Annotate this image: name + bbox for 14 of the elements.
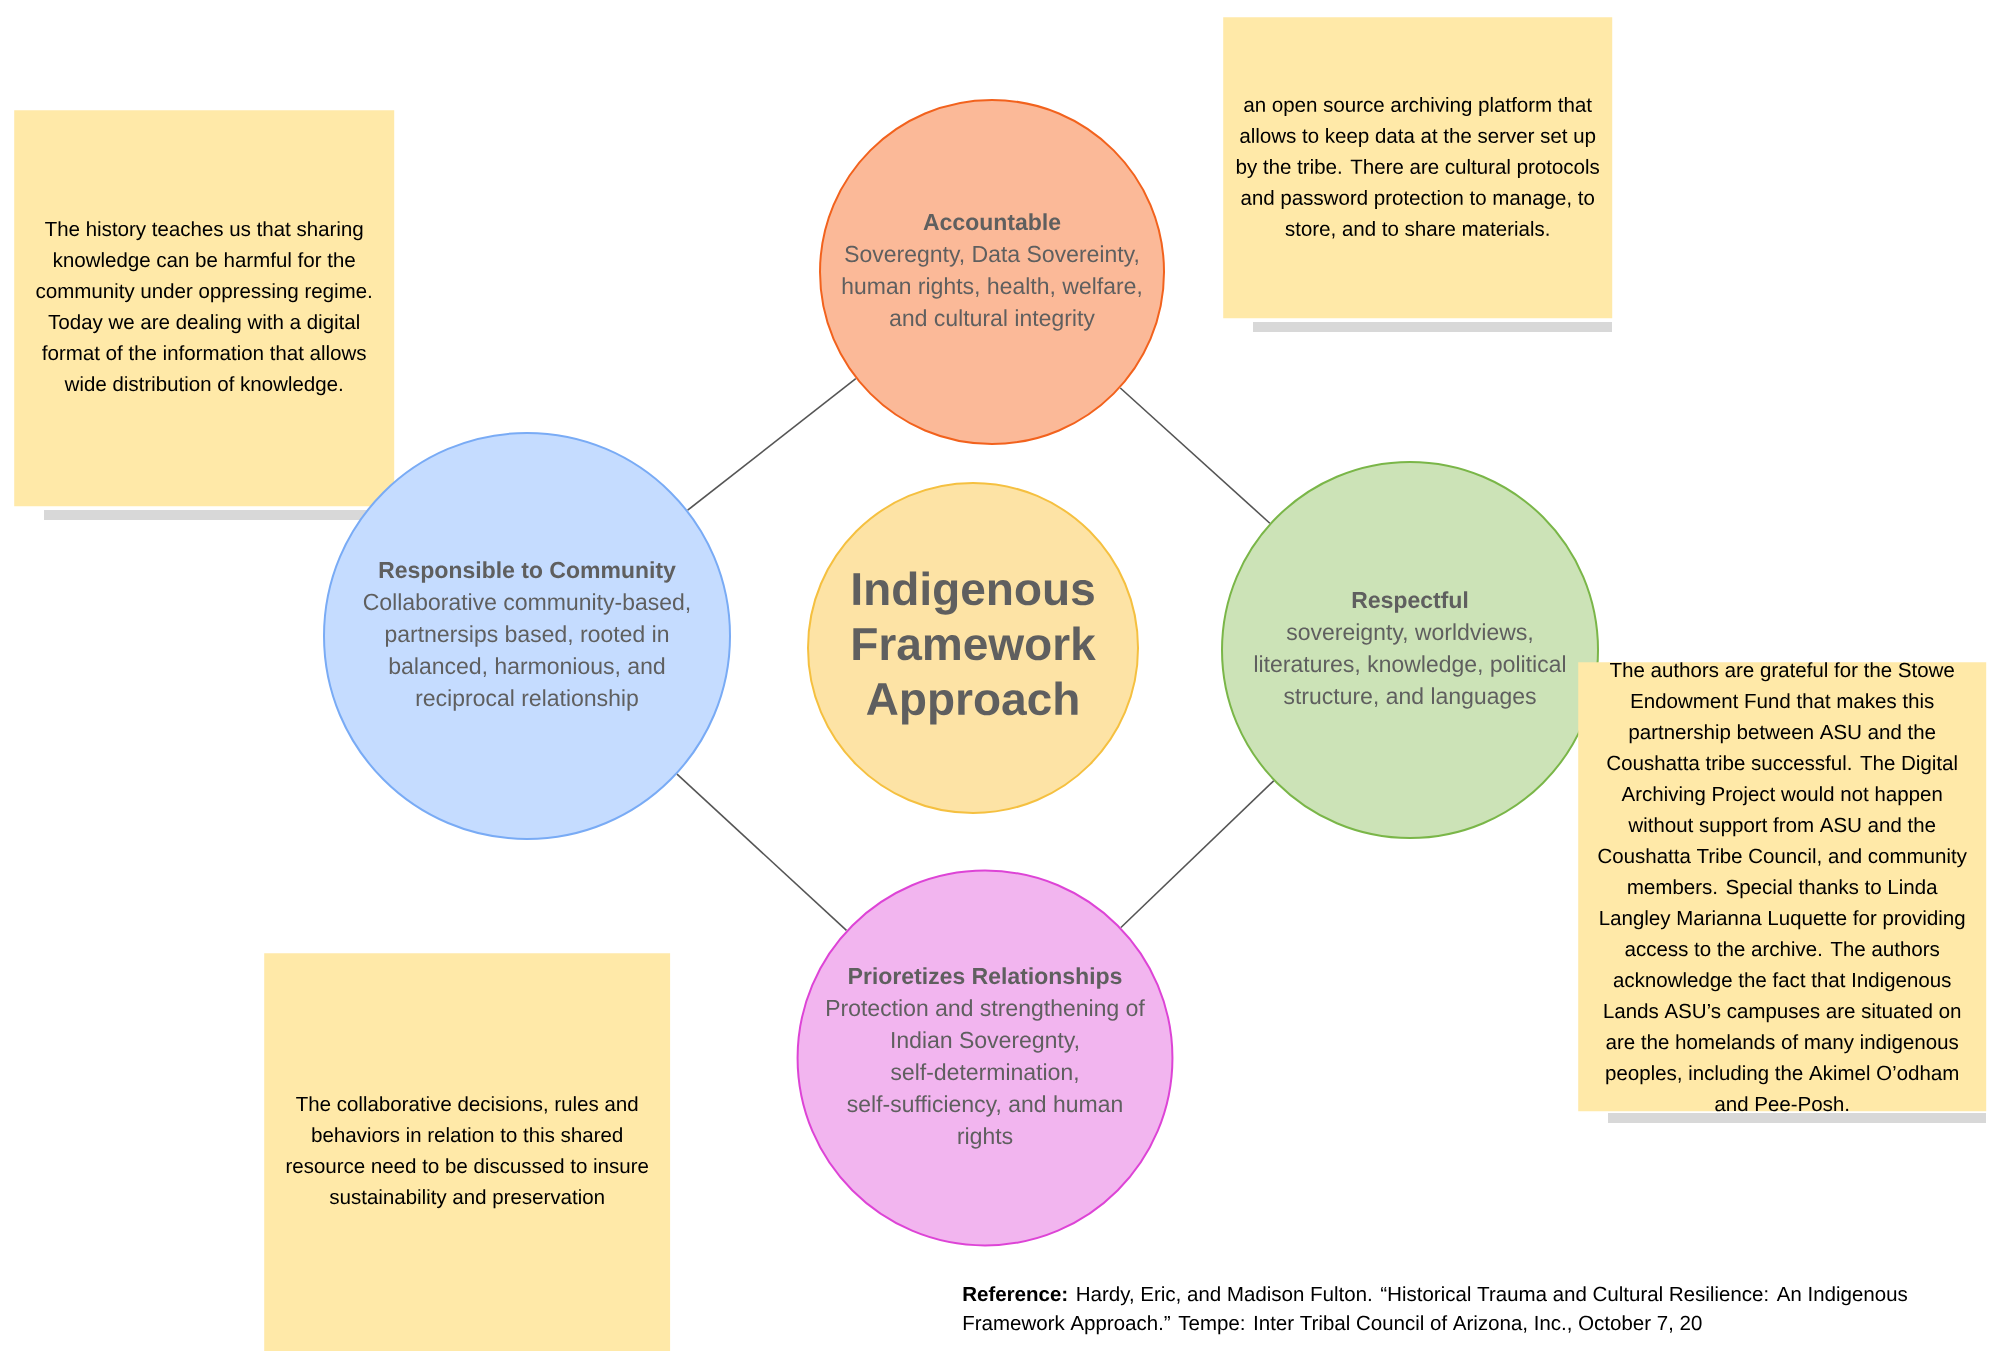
connector-line — [686, 377, 857, 512]
circle-node: Indigenous Framework Approach — [807, 482, 1139, 814]
circle-node: Prioretizes Relationships Protection and strengthening of Indian Soveregnty, self-determination, self-sufficiency, and human rights — [796, 869, 1174, 1247]
circle-node: Responsible to Community Collaborative community-based, partnersips based, rooted in balanced, harmonious, and reciprocal relationship — [323, 432, 731, 840]
connector-line — [676, 773, 848, 932]
sticky-note: an open source archiving platform that allows to keep data at the server set up by the tribe. There are cultural protocols and password protection to manage, to store, and to share materials. — [1223, 17, 1613, 332]
reference-text: Reference: Hardy, Eric, and Madison Fulton. “Historical Trauma and Cultural Resilience: An Indigenous Framework Approach.” Tempe: Inter Tribal Council of Arizona, Inc., October 7, 20 — [963, 1286, 1908, 1335]
circle-node: Respectful sovereignty, worldviews, literatures, knowledge, political structure, and languages — [1221, 461, 1599, 839]
sticky-note: The history teaches us that sharing knowledge can be harmful for the community under oppressing regime. Today we are dealing with a digital format of the information that allows wide distribution of knowledge. — [14, 110, 395, 520]
sticky-note: The authors are grateful for the Stowe Endowment Fund that makes this partnership between ASU and the Coushatta tribe successful. The Digital Archiving Project would not happen without support from ASU and the Coushatta Tribe Council, and community members. Special thanks to Linda Langley Marianna Luquette for providing access to the archive. The authors acknowledge the fact that Indigenous Lands ASU’s campuses are situated on are the homelands of many indigenous peoples, including the Akimel O’odham and Pee-Posh. — [1578, 662, 1987, 1123]
connector-line — [1120, 780, 1275, 929]
sticky-note: The collaborative decisions, rules and behaviors in relation to this shared resource need to be discussed to insure sustainability and preservation — [264, 953, 671, 1351]
circle-node: Accountable Soveregnty, Data Sovereinty, human rights, health, welfare, and cultural integrity — [819, 99, 1165, 445]
connector-line — [1119, 387, 1271, 524]
